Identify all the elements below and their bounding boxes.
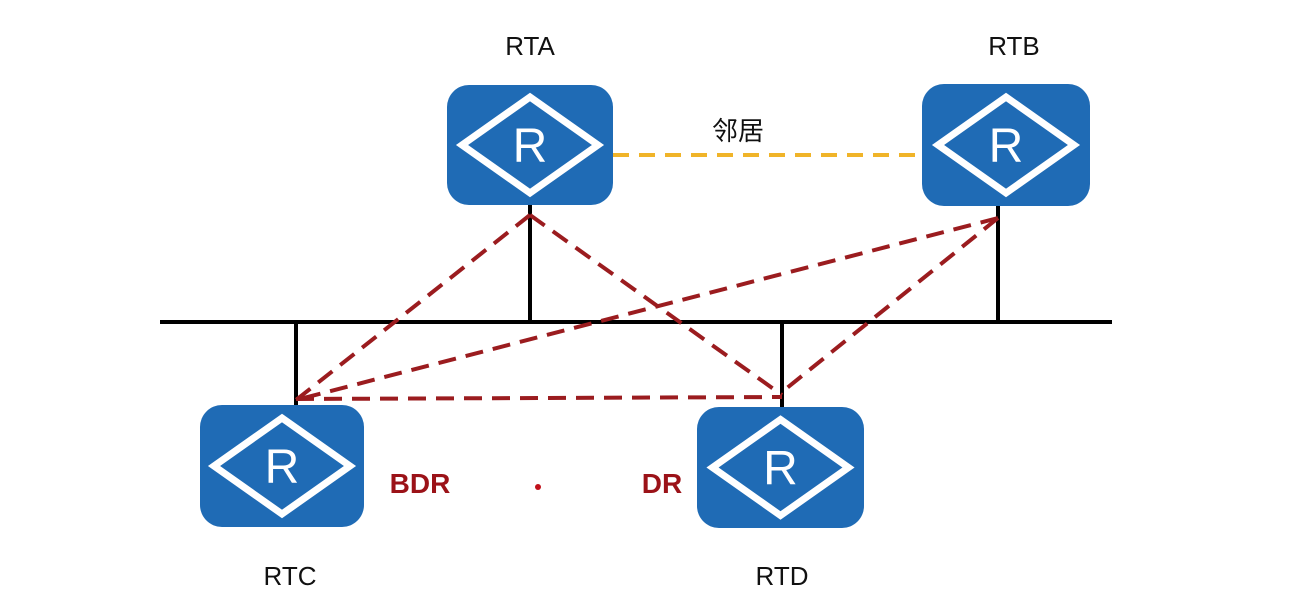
router-box xyxy=(922,84,1090,206)
router-box xyxy=(447,85,613,205)
router-diamond-icon xyxy=(455,92,605,198)
adjacency-rtb-rtc xyxy=(295,216,999,402)
adjacency-rtc-rtd xyxy=(295,395,783,401)
router-label-rtc: RTC xyxy=(264,561,317,591)
router-r-icon: R xyxy=(265,441,300,494)
dr-label: DR xyxy=(642,468,682,499)
router-box xyxy=(697,407,864,528)
router-diamond-icon xyxy=(207,413,357,519)
router-box xyxy=(200,405,364,527)
router-diamond-icon xyxy=(706,415,855,520)
neighbor-label: 邻居 xyxy=(712,116,764,146)
router-rtc: R xyxy=(200,405,364,527)
bdr-label: BDR xyxy=(390,468,451,499)
router-rtb: R xyxy=(922,84,1090,206)
router-rta: R xyxy=(447,85,613,205)
router-label-rtb: RTB xyxy=(988,31,1040,61)
router-rtd: R xyxy=(697,407,864,528)
router-r-icon: R xyxy=(989,120,1024,173)
adjacency-rta-rtc xyxy=(294,213,532,402)
adjacency-rtb-rtd xyxy=(780,216,1000,394)
router-diamond-icon xyxy=(931,92,1081,198)
router-r-icon: R xyxy=(513,120,548,173)
router-label-rtd: RTD xyxy=(756,561,809,591)
router-label-rta: RTA xyxy=(505,31,555,61)
router-r-icon: R xyxy=(763,443,798,496)
dot-marker xyxy=(535,484,541,490)
